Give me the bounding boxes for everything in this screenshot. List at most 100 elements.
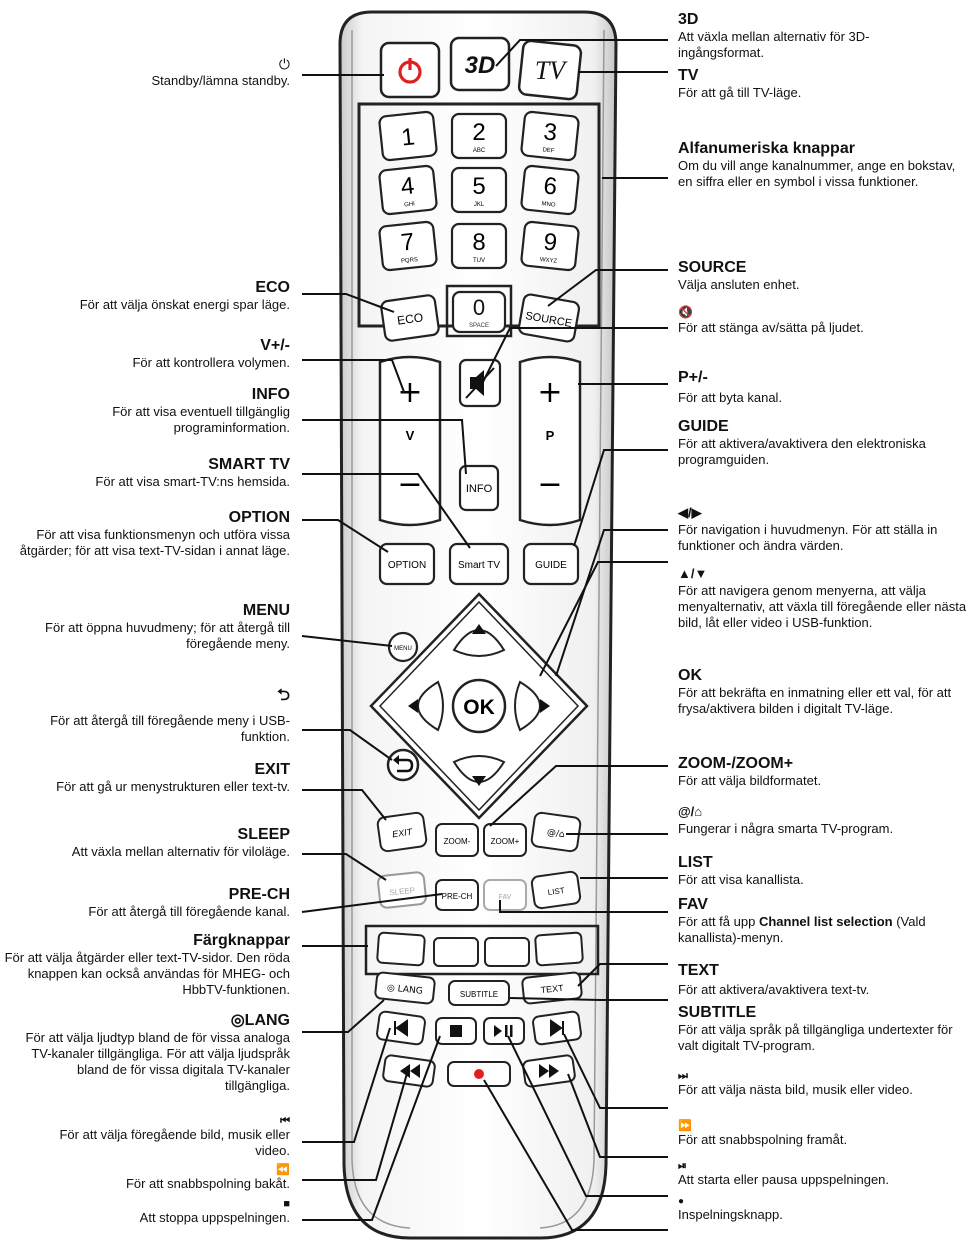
right-arrow-button[interactable] [514,680,550,732]
digit-2-sublabel: ABC [473,148,486,154]
yellow-key[interactable] [484,937,530,967]
svg-text:ZOOM-: ZOOM- [444,837,471,846]
zero-button[interactable]: 0 SPACE [451,290,507,334]
subtitle-button[interactable]: SUBTITLE [448,980,510,1006]
digit-1-button[interactable]: 1 [378,110,438,162]
digit-6-sublabel: MNO [541,201,556,208]
tv-button-label: TV [535,56,568,85]
svg-text:@/⌂: @/⌂ [546,828,565,840]
svg-text:EXIT: EXIT [392,826,415,839]
rewind-icon: ⏪ [276,1164,290,1176]
svg-text:Smart TV: Smart TV [458,560,500,571]
digit-4-sublabel: GHI [404,201,416,208]
fav-button[interactable]: FAV [483,879,527,911]
program-rocker[interactable]: + P − [518,355,582,527]
up-down-icon: ▲/▼ [678,566,708,581]
source-button[interactable]: SOURCE [517,293,581,343]
back-button[interactable] [386,748,420,782]
text-button[interactable]: TEXT [521,971,583,1005]
guide-button[interactable]: GUIDE [522,542,580,586]
mute-button[interactable] [458,358,502,408]
previous-button[interactable] [376,1010,426,1046]
svg-text:+: + [397,375,422,410]
green-key[interactable] [433,937,479,967]
list-button[interactable]: LIST [530,870,582,910]
eco-button[interactable]: ECO [380,294,440,342]
zoom-plus-button[interactable]: ZOOM+ [483,823,527,857]
digit-2-label: 2 [472,119,485,146]
rewind-button[interactable] [382,1054,436,1088]
label-record: ●Inspelningsknapp. [678,1196,958,1223]
3d-button[interactable]: 3D [449,36,511,92]
label-mute: 🔇För att stänga av/sätta på ljudet. [678,305,958,336]
lang-button[interactable]: ◎ LANG [374,971,436,1005]
digit-3-sublabel: DEF [542,147,555,154]
next-button[interactable] [532,1010,582,1046]
svg-text:GUIDE: GUIDE [535,560,567,571]
option-button[interactable]: OPTION [378,542,436,586]
menu-button[interactable]: MENU [387,631,419,663]
label-program: P+/-För att byta kanal. [678,369,783,405]
svg-text:SUBTITLE: SUBTITLE [460,990,498,999]
left-right-icon: ◀/▶ [678,505,702,520]
label-at-home: @/⌂Fungerar i några smarta TV-program. [678,802,968,837]
label-zoom: ZOOM-/ZOOM+För att välja bildformatet. [678,755,822,788]
next-icon: ⏭ [678,1070,688,1082]
svg-text:SPACE: SPACE [469,323,489,329]
smart-tv-button[interactable]: Smart TV [448,542,510,586]
info-button[interactable]: INFO [458,464,500,512]
zoom-minus-button[interactable]: ZOOM- [435,823,479,857]
svg-text:OK: OK [463,696,495,719]
down-arrow-button[interactable] [452,755,506,786]
digit-4-label: 4 [400,172,416,200]
ok-button[interactable]: OK [451,678,507,734]
label-fast-forward: ⏩För att snabbspolning framåt. [678,1120,958,1148]
stop-button[interactable] [435,1017,477,1045]
up-arrow-button[interactable] [452,624,506,657]
at-home-icon: @/⌂ [678,804,703,819]
record-button[interactable] [447,1061,511,1087]
exit-button[interactable]: EXIT [376,811,428,853]
left-arrow-button[interactable] [408,680,444,732]
fast-forward-icon: ⏩ [678,1120,692,1132]
digit-7-sublabel: PQRS [401,257,419,265]
digit-9-label: 9 [542,228,558,256]
power-button[interactable] [379,41,441,99]
label-back: ⮌För att återgå till föregående meny i U… [20,686,290,745]
digit-8-sublabel: TUV [473,258,485,264]
digit-7-label: 7 [400,228,416,256]
play-pause-button[interactable] [483,1017,525,1045]
svg-text:+: + [537,375,562,410]
blue-key[interactable] [534,931,584,967]
digit-9-sublabel: WXYZ [539,257,557,265]
svg-text:ZOOM+: ZOOM+ [491,837,520,846]
label-standby: ⏻ Standby/lämna standby. [20,56,290,89]
label-play-pause: ⏯Att starta eller pausa uppspelningen. [678,1160,958,1188]
sleep-button[interactable]: SLEEP [377,871,427,909]
svg-text:−: − [537,467,562,502]
red-key[interactable] [376,931,426,967]
svg-text:FAV: FAV [499,894,512,901]
tv-button[interactable]: TV [517,39,583,101]
at-home-button[interactable]: @/⌂ [530,811,582,853]
label-previous: ⏮För att välja föregående bild, musik el… [30,1115,290,1159]
fast-forward-button[interactable] [522,1054,576,1088]
back-icon: ⮌ [277,687,290,704]
